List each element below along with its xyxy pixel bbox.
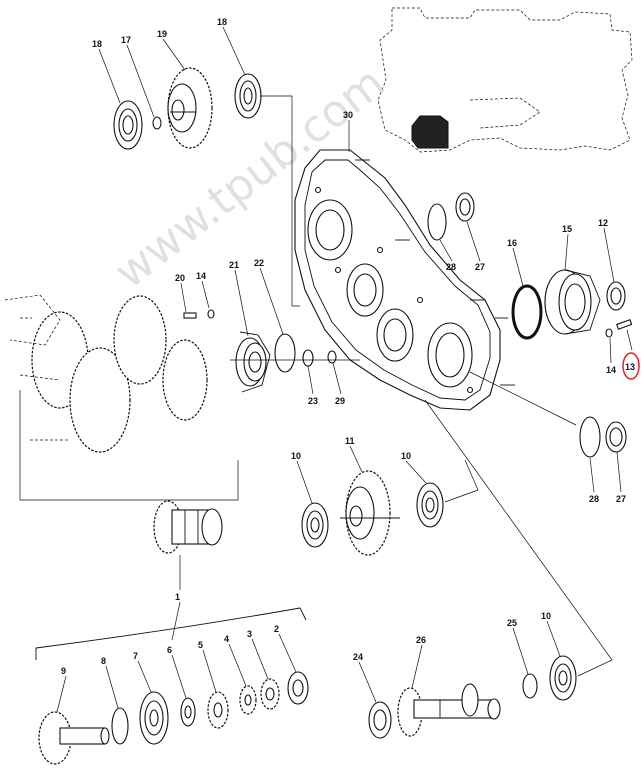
callout-labels: 18 17 19 18 30 28 27 16 15 12 20 14 21 2… (61, 17, 640, 676)
callout-18-left: 18 (92, 39, 102, 49)
highlighted-location-block (411, 115, 449, 149)
callout-13: 13 (625, 362, 635, 372)
vehicle-locator-inset (377, 7, 633, 153)
callout-5: 5 (198, 640, 203, 650)
callout-22: 22 (254, 258, 264, 268)
callout-15: 15 (562, 224, 572, 234)
callout-10-left: 10 (291, 451, 301, 461)
seal-12 (606, 281, 626, 311)
spacer-8 (111, 707, 129, 745)
bearing-7 (139, 691, 169, 745)
callout-28-lower: 28 (589, 494, 599, 504)
callout-17: 17 (121, 35, 131, 45)
bearing-18-left (113, 100, 143, 150)
assembly-line-shaft (444, 459, 479, 503)
spacer-6 (180, 697, 196, 727)
callout-7: 7 (133, 651, 138, 661)
screw-13 (616, 319, 633, 330)
callout-12: 12 (598, 218, 608, 228)
bearing-10-bottom (549, 655, 577, 701)
o-ring-28-lower (579, 416, 601, 458)
callout-25: 25 (507, 618, 517, 628)
callout-8: 8 (101, 656, 106, 666)
callout-28-upper: 28 (446, 262, 456, 272)
washer-14-right (605, 328, 613, 338)
o-ring-29 (327, 350, 337, 364)
transfer-case-housing-30 (294, 149, 515, 411)
callout-6: 6 (167, 645, 172, 655)
bracket-pointer-1 (171, 601, 181, 641)
gear-3 (260, 678, 280, 710)
screw-20 (183, 312, 197, 319)
callout-13-highlight-ring (622, 352, 640, 380)
assembly-line-bottom (424, 399, 613, 677)
callout-27-lower: 27 (616, 494, 626, 504)
washer-14-left (207, 309, 215, 319)
callout-27-upper: 27 (475, 262, 485, 272)
o-ring-16 (511, 284, 543, 340)
o-ring-28-upper (427, 203, 447, 241)
o-ring-22 (274, 333, 296, 373)
callout-4: 4 (224, 634, 229, 644)
callout-21: 21 (229, 260, 239, 270)
bearing-retainer-15 (544, 269, 601, 335)
callout-18-right: 18 (217, 17, 227, 27)
output-shaft-26 (397, 683, 501, 737)
leader-lines (56, 26, 633, 713)
callout-2: 2 (274, 624, 279, 634)
callout-1: 1 (175, 592, 180, 602)
callout-10-bottom: 10 (541, 611, 551, 621)
o-ring-23 (302, 349, 314, 367)
gear-19 (167, 67, 213, 149)
bearing-18-right (234, 73, 262, 119)
dashed-gear-train-reference (4, 294, 208, 453)
gear-assembly-1 (153, 500, 223, 554)
callout-20: 20 (175, 273, 185, 283)
seal-27-lower (605, 421, 627, 453)
bearing-2 (287, 671, 309, 705)
gear-4 (239, 685, 257, 715)
pinion-gear-9 (38, 711, 110, 765)
assembly-bracket-lower (35, 607, 307, 660)
callout-24: 24 (353, 652, 363, 662)
callout-29: 29 (335, 396, 345, 406)
callout-14-right: 14 (606, 365, 616, 375)
callout-16: 16 (507, 238, 517, 248)
gear-5 (207, 691, 229, 729)
seal-27-upper (455, 192, 475, 222)
bearing-10-left (301, 502, 329, 548)
callout-11: 11 (345, 436, 355, 446)
callout-10-right: 10 (401, 451, 411, 461)
callout-9: 9 (61, 666, 66, 676)
callout-23: 23 (308, 396, 318, 406)
assembly-line-top (260, 95, 300, 307)
bearing-10-right (416, 482, 444, 528)
callout-14-left: 14 (196, 271, 206, 281)
bearing-24 (368, 701, 392, 739)
callout-30: 30 (343, 110, 353, 120)
callout-26: 26 (416, 635, 426, 645)
gear-11 (340, 470, 400, 556)
assembly-bracket-upper (19, 390, 239, 501)
spacer-25 (522, 673, 538, 699)
bearing-retainer-21 (235, 331, 271, 393)
axis-line-right (469, 371, 577, 426)
callout-19: 19 (157, 29, 167, 39)
callout-3: 3 (247, 629, 252, 639)
snap-ring-17 (152, 116, 162, 130)
